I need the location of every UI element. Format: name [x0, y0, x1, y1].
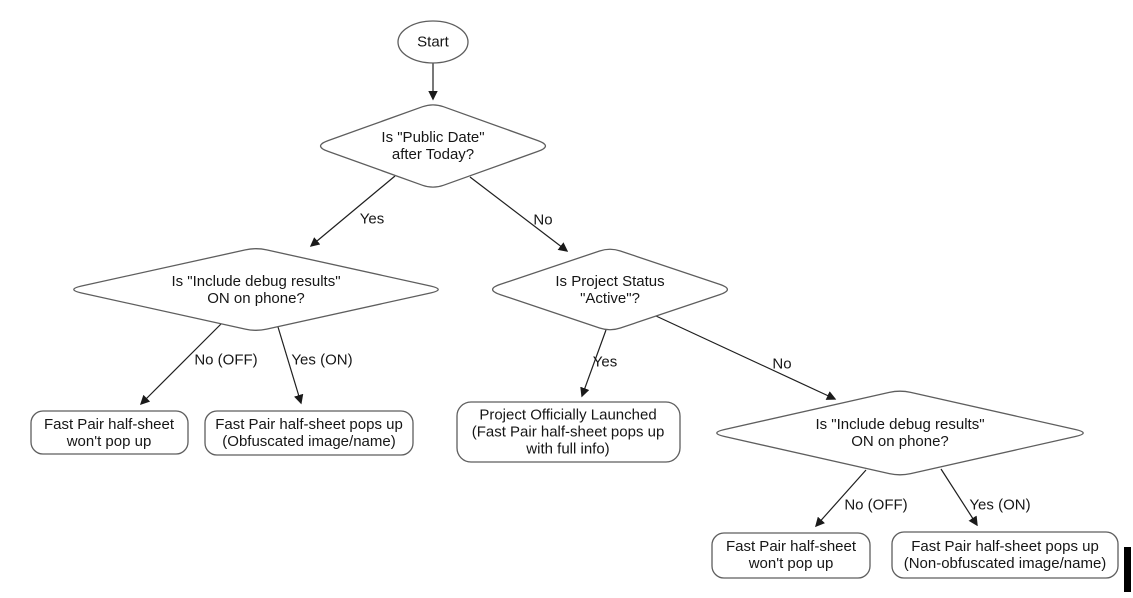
- edge-public-date-no: [469, 176, 569, 252]
- edge-debug-right-yes: [940, 468, 978, 527]
- node-shapes: [30, 20, 1119, 579]
- label-line: Fast Pair half-sheet: [725, 538, 857, 555]
- label-line: "Active"?: [580, 290, 640, 307]
- decision-debug-left-label: Is "Include debug results" ON on phone?: [171, 273, 340, 307]
- label-line: with full info): [526, 440, 610, 458]
- edge-label-debug-right-no: No (OFF): [844, 496, 908, 514]
- edge-debug-left-no: [139, 323, 222, 406]
- label-line: Is "Include debug results": [815, 416, 985, 433]
- edge-label-project-status-no: No: [772, 355, 792, 373]
- decision-project-status-label: Is Project Status "Active"?: [555, 273, 664, 307]
- result-wont-popup-left-shape: [30, 410, 189, 455]
- label-line: ON on phone?: [851, 433, 949, 450]
- edge-label-project-status-yes: Yes: [592, 353, 618, 371]
- decision-debug-right-label: Is "Include debug results" ON on phone?: [815, 416, 984, 450]
- start-node-label: Start: [417, 34, 449, 51]
- decision-debug-left-shape: [73, 248, 439, 331]
- label-line: Is "Public Date": [381, 129, 485, 146]
- text-cursor-bar: [1124, 547, 1131, 592]
- label-line: Fast Pair half-sheet: [43, 416, 175, 433]
- decision-debug-right-shape: [716, 390, 1084, 476]
- label-line: Is "Include debug results": [171, 273, 341, 290]
- result-obfuscated-label: Fast Pair half-sheet pops up (Obfuscated…: [215, 416, 403, 450]
- result-non-obfuscated-label: Fast Pair half-sheet pops up (Non-obfusc…: [904, 538, 1107, 572]
- result-wont-popup-right-label: Fast Pair half-sheet won't pop up: [726, 538, 856, 572]
- label-line: Fast Pair half-sheet pops up: [215, 416, 403, 433]
- label-line: (Fast Pair half-sheet pops up: [471, 423, 665, 441]
- start-node-shape: [397, 20, 469, 64]
- decision-project-status-shape: [491, 248, 729, 331]
- decision-public-date-shape: [319, 104, 547, 188]
- result-wont-popup-left-label: Fast Pair half-sheet won't pop up: [44, 416, 174, 450]
- edge-debug-left-yes: [277, 326, 304, 405]
- label-line: after Today?: [391, 146, 475, 163]
- edge-label-public-date-no: No: [533, 211, 553, 229]
- label-line: Fast Pair half-sheet pops up: [911, 538, 1099, 555]
- edge-public-date-yes: [309, 175, 396, 247]
- label-line: Is Project Status: [555, 273, 665, 290]
- label-line: won't pop up: [66, 433, 152, 450]
- label-line: won't pop up: [748, 555, 834, 572]
- result-obfuscated-shape: [204, 410, 414, 456]
- decision-public-date-label: Is "Public Date" after Today?: [381, 129, 484, 163]
- edge-debug-right-no: [815, 469, 867, 528]
- result-non-obfuscated-shape: [891, 531, 1119, 579]
- edge-label-debug-left-no: No (OFF): [194, 351, 258, 369]
- label-line: ON on phone?: [207, 290, 305, 307]
- result-launched-shape: [456, 401, 681, 463]
- edge-lines: [139, 63, 978, 528]
- edge-project-status-yes: [580, 329, 607, 398]
- edge-label-debug-right-yes: Yes (ON): [969, 496, 1031, 514]
- edge-label-debug-left-yes: Yes (ON): [291, 351, 353, 369]
- label-line: (Non-obfuscated image/name): [903, 555, 1107, 572]
- label-line: Project Officially Launched: [479, 406, 657, 424]
- result-launched-label: Project Officially Launched (Fast Pair h…: [472, 407, 665, 458]
- label-line: Start: [417, 33, 449, 51]
- edge-label-public-date-yes: Yes: [359, 210, 385, 228]
- edge-project-status-no: [655, 315, 837, 400]
- result-wont-popup-right-shape: [711, 532, 871, 579]
- label-line: (Obfuscated image/name): [222, 433, 396, 450]
